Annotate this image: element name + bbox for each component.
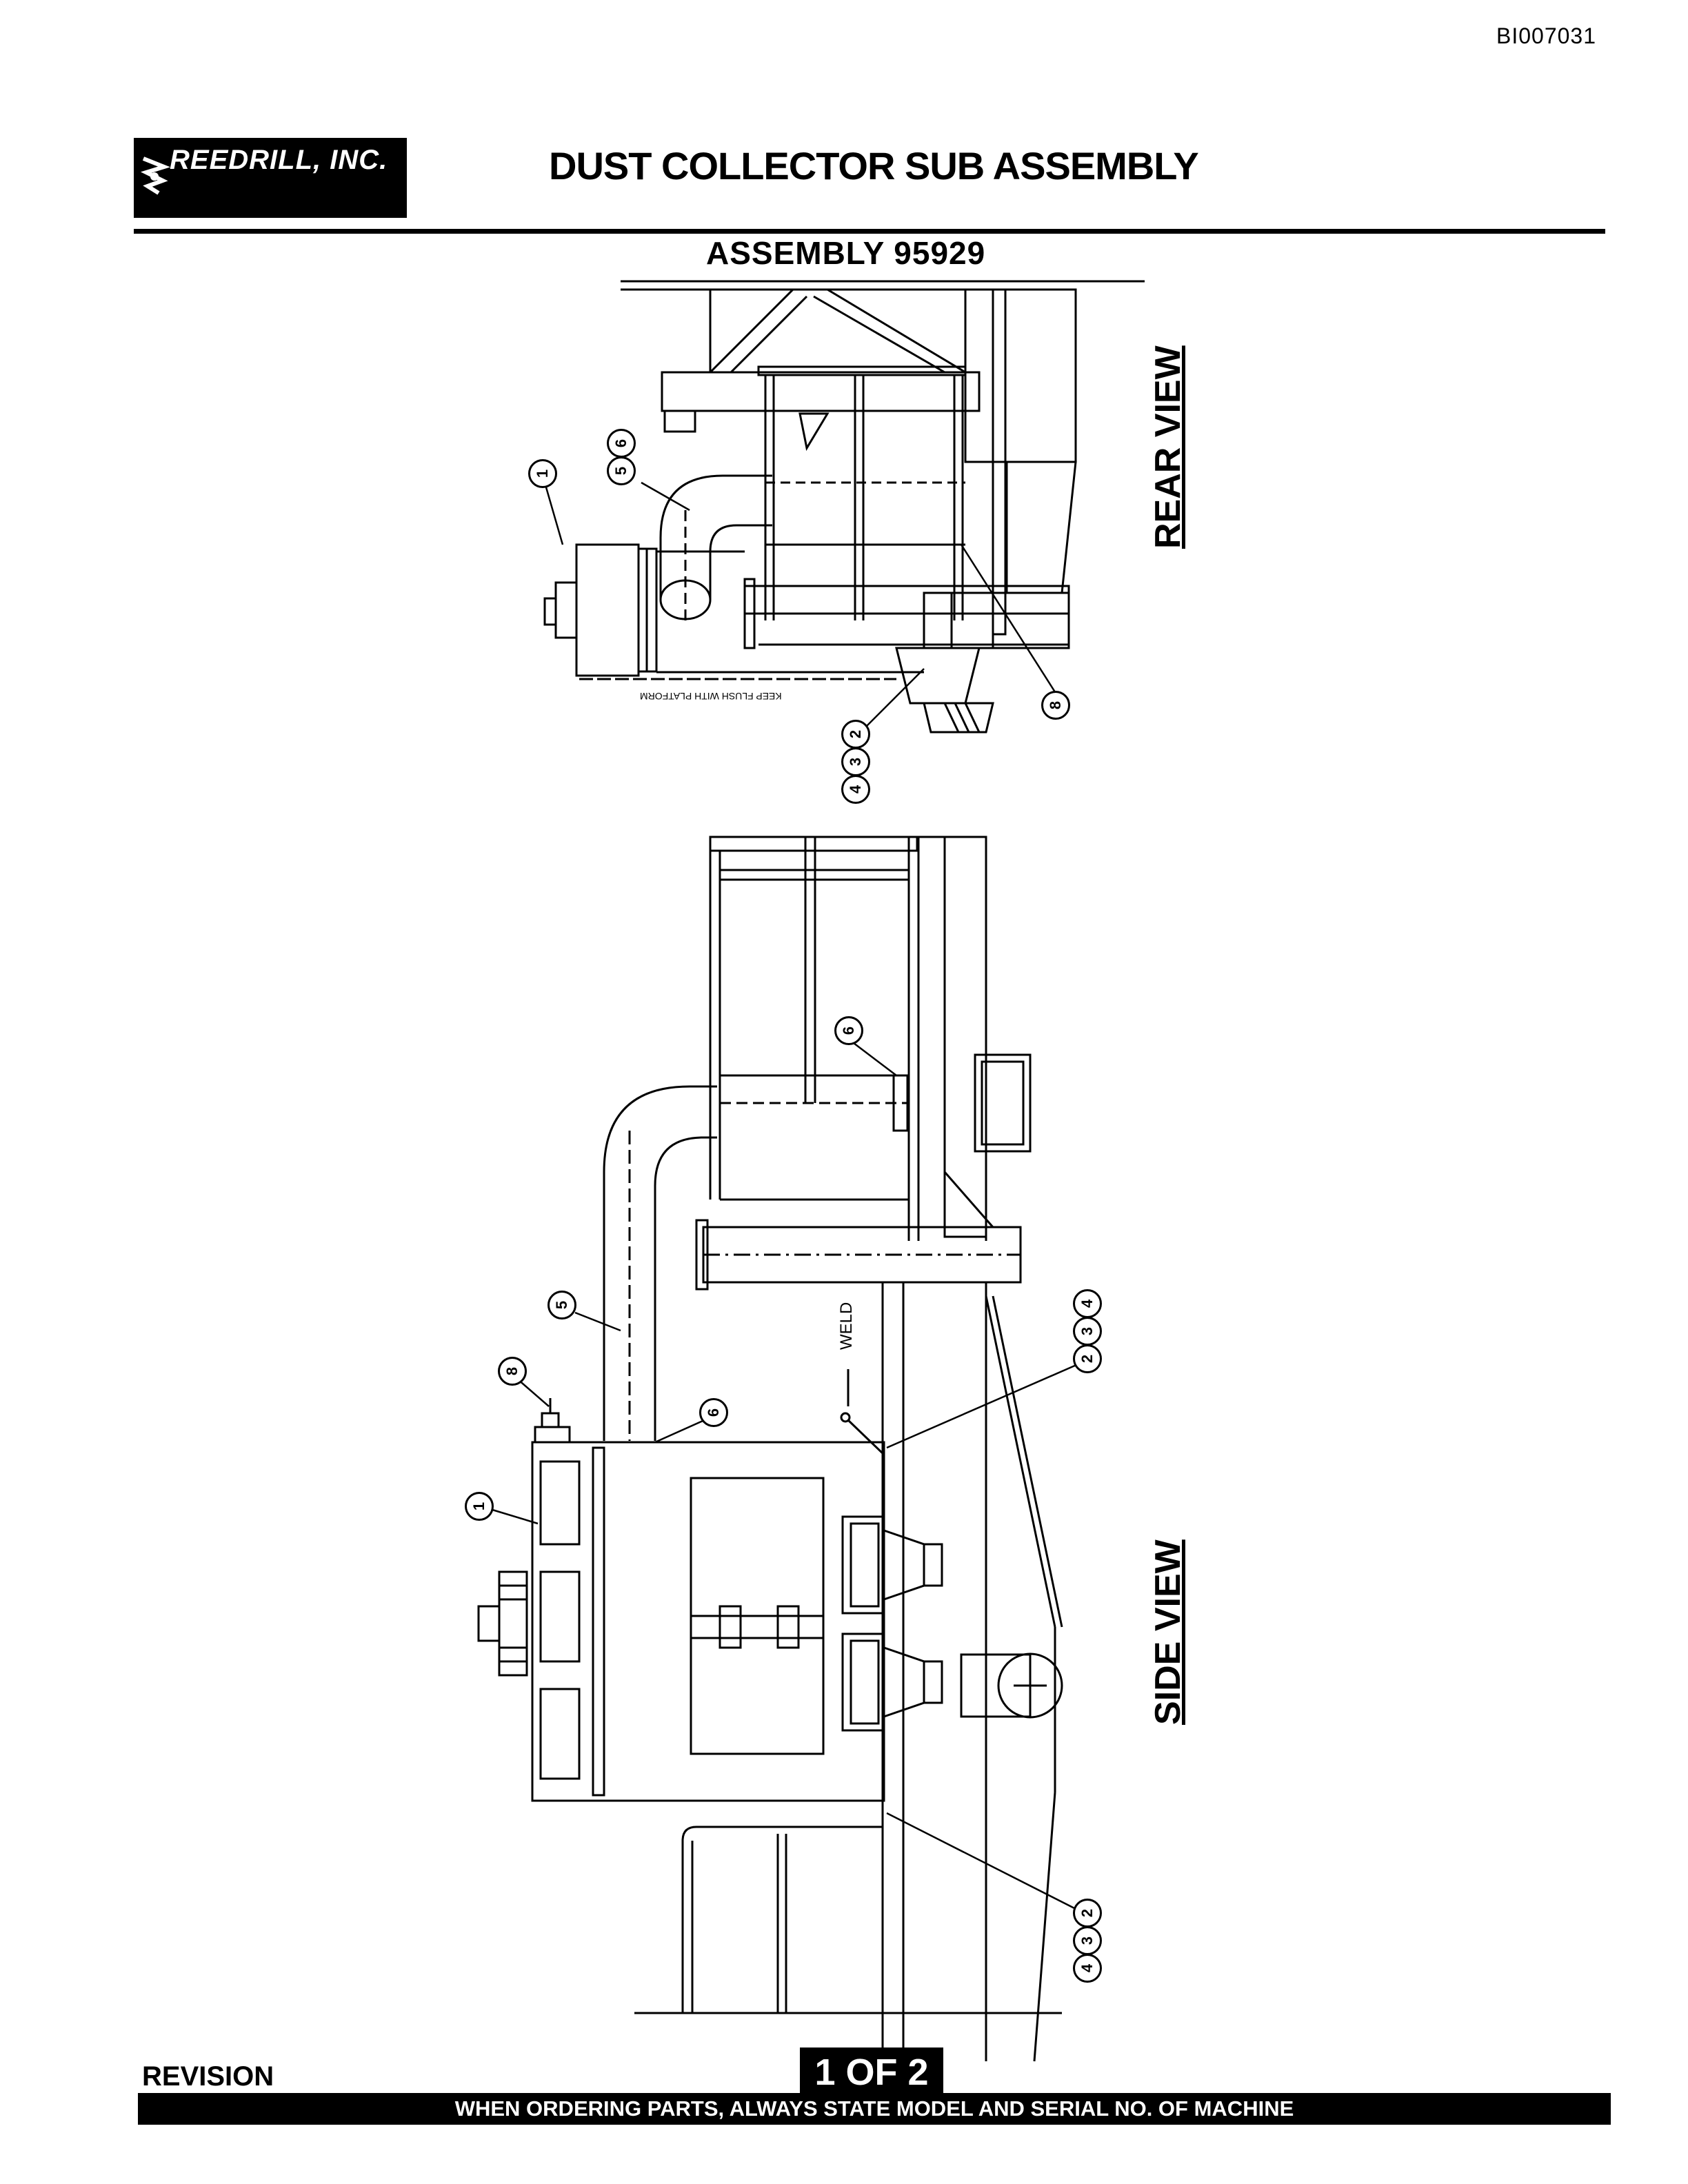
- callout-rear-5: 5: [607, 456, 636, 485]
- rear-collector-body: [575, 543, 640, 677]
- weld-note: WELD: [837, 1302, 856, 1350]
- callout-side-2-top: 2: [1073, 1344, 1102, 1373]
- page-title: DUST COLLECTOR SUB ASSEMBLY: [549, 144, 1199, 188]
- side-collector-box: [531, 1441, 885, 1802]
- callout-rear-4: 4: [841, 775, 870, 804]
- document-id: BI007031: [1496, 23, 1597, 48]
- callout-side-4-bottom: 4: [1073, 1954, 1102, 1983]
- side-duct-pipe: [603, 1085, 717, 1441]
- company-logo: REEDRILL, INC.: [134, 138, 407, 218]
- callout-rear-2: 2: [841, 720, 870, 749]
- rear-note: KEEP FLUSH WITH PLATFORM: [640, 691, 782, 702]
- side-lower-handrail: [681, 1826, 883, 1841]
- side-brace: [985, 1295, 1056, 1628]
- callout-leaders: [492, 481, 1083, 1914]
- rear-beam: [661, 371, 981, 412]
- callout-rear-1: 1: [528, 459, 557, 488]
- rear-elbow-pipe: [659, 474, 772, 600]
- revision-label: REVISION: [142, 2061, 274, 2092]
- rear-truss-right: [827, 288, 966, 374]
- callout-side-8: 8: [498, 1357, 527, 1386]
- callout-rear-6: 6: [607, 429, 636, 458]
- assembly-number: ASSEMBLY 95929: [706, 235, 986, 271]
- callout-rear-3: 3: [841, 747, 870, 776]
- side-view-drawing: [477, 836, 1063, 2062]
- callout-side-3-top: 3: [1073, 1317, 1102, 1346]
- rear-view-drawing: [543, 280, 1145, 734]
- callout-side-5: 5: [547, 1291, 576, 1320]
- callout-side-6-top: 6: [834, 1016, 863, 1045]
- callout-side-1: 1: [465, 1492, 494, 1521]
- callout-rear-8: 8: [1041, 691, 1070, 720]
- rear-hopper: [895, 647, 981, 705]
- company-name: REEDRILL, INC.: [170, 145, 388, 175]
- rear-tank: [964, 288, 1077, 463]
- page-number: 1 OF 2: [800, 2048, 943, 2097]
- rear-handrail-top: [757, 365, 967, 376]
- rear-deck: [743, 585, 1070, 615]
- side-handrail-top: [709, 836, 918, 852]
- rear-truss-left: [709, 288, 794, 374]
- drill-bit-icon: [140, 156, 171, 195]
- callout-side-4-top: 4: [1073, 1289, 1102, 1318]
- side-view-label: SIDE VIEW: [1148, 1539, 1188, 1725]
- side-access-door: [974, 1053, 1032, 1153]
- header-rule: [134, 229, 1605, 234]
- callout-side-6-pipe: 6: [699, 1398, 728, 1427]
- ordering-notice: WHEN ORDERING PARTS, ALWAYS STATE MODEL …: [138, 2093, 1611, 2125]
- rear-view-label: REAR VIEW: [1148, 345, 1188, 549]
- callout-side-3-bottom: 3: [1073, 1926, 1102, 1955]
- side-fan-motor: [498, 1570, 528, 1677]
- callout-side-2-bottom: 2: [1073, 1899, 1102, 1928]
